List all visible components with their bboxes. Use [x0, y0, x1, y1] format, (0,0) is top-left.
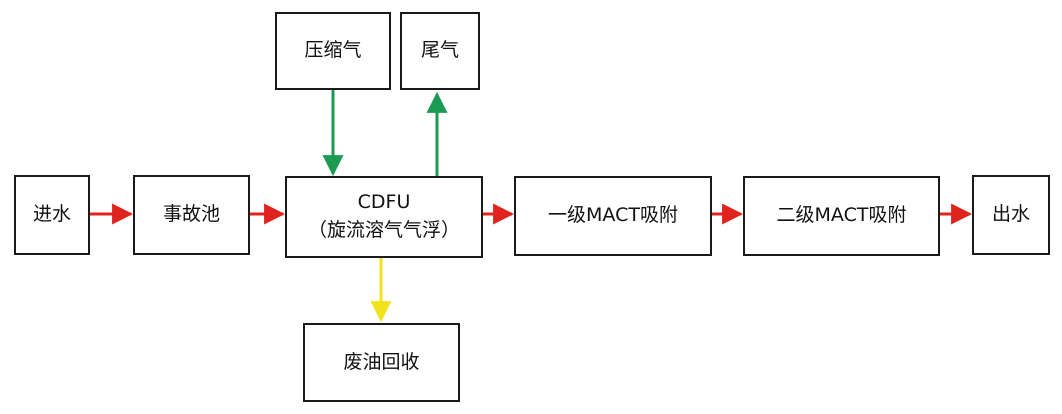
node-accident-pool-label: 事故池	[162, 203, 220, 226]
node-waste-oil-label: 废油回收	[343, 350, 420, 373]
node-tail-gas: 尾气	[400, 12, 480, 90]
node-cdfu-subtitle: （旋流溶气气浮）	[307, 219, 460, 241]
node-tail-gas-label: 尾气	[420, 39, 459, 62]
node-mact-stage2-label: 二级MACT吸附	[776, 204, 907, 227]
node-outflow-label: 出水	[991, 203, 1030, 226]
node-cdfu: CDFU （旋流溶气气浮）	[285, 176, 483, 258]
node-mact-stage1-label: 一级MACT吸附	[548, 204, 678, 227]
node-compressed-air-label: 压缩气	[304, 39, 362, 62]
node-compressed-air: 压缩气	[275, 12, 391, 90]
node-waste-oil: 废油回收	[303, 323, 460, 402]
node-inflow: 进水	[14, 175, 90, 255]
node-cdfu-title: CDFU	[357, 191, 411, 214]
node-mact-stage2: 二级MACT吸附	[743, 176, 940, 256]
node-accident-pool: 事故池	[133, 175, 250, 255]
node-mact-stage1: 一级MACT吸附	[514, 176, 712, 256]
node-outflow: 出水	[972, 175, 1050, 255]
node-inflow-label: 进水	[32, 203, 71, 226]
